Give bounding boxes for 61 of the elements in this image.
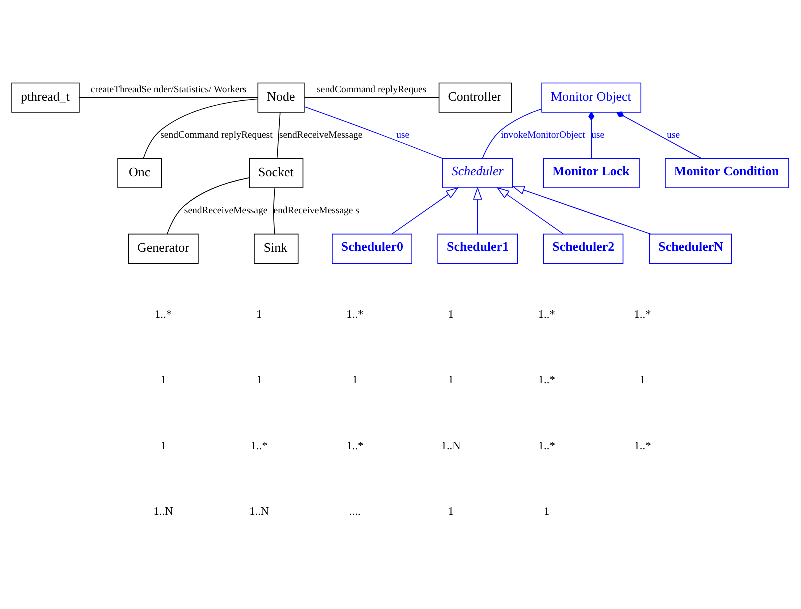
label: 1..* [346, 308, 364, 320]
node-box: Socket [249, 158, 304, 188]
label: 1..* [250, 440, 268, 452]
edge-label: sendReceiveMessage [184, 205, 268, 216]
arrow [473, 186, 482, 234]
node-box: Scheduler0 [332, 233, 412, 264]
label: 1..* [538, 374, 556, 386]
label: 1 [160, 440, 166, 452]
edge-label: use [592, 130, 605, 141]
connector [616, 111, 702, 159]
node-box: Sink [254, 233, 299, 264]
node-box: Generator [128, 233, 199, 264]
connector [79, 96, 258, 98]
connector [273, 187, 276, 234]
edge-label: sendReceiveMessage [279, 130, 363, 141]
connector [167, 177, 250, 234]
node-box: Scheduler1 [438, 233, 518, 264]
label: 1..* [346, 440, 364, 452]
label: 1 [640, 374, 646, 386]
label: 1..N [441, 440, 461, 452]
label: 1..* [634, 440, 652, 452]
connector [588, 111, 595, 159]
edge-label: sendCommand replyRequest [160, 130, 273, 141]
edge-label: invokeMonitorObject [501, 130, 586, 141]
edge-label: createThreadSe nder/Statistics/ Workers [90, 84, 247, 96]
arrow [496, 186, 564, 234]
label: 1..N [250, 506, 270, 518]
node-box: Node [258, 82, 305, 112]
edge-label: sendCommand replyReques [317, 84, 427, 96]
label: 1 [256, 374, 262, 386]
arrow [392, 186, 460, 234]
node-box: Monitor Object [542, 82, 642, 112]
label: 1..* [538, 440, 556, 452]
edge-label: use [667, 130, 680, 141]
connector [482, 108, 542, 159]
label: 1 [256, 308, 262, 320]
node-box: Monitor Lock [543, 158, 640, 188]
node-box: SchedulerN [649, 233, 732, 264]
label: 1 [160, 374, 166, 386]
label: 1..* [154, 308, 172, 320]
label: 1 [448, 506, 454, 518]
label: 1 [448, 308, 454, 320]
label: 1..N [154, 506, 174, 518]
label: 1..* [634, 308, 652, 320]
node-box: Onc [118, 158, 162, 188]
node-box: Scheduler2 [543, 233, 624, 264]
connector [304, 96, 440, 98]
node-box: Controller [438, 82, 512, 112]
node-box: Monitor Condition [665, 158, 790, 188]
node-box: Scheduler [442, 158, 514, 188]
label: .... [350, 506, 361, 518]
label: 1 [448, 374, 454, 386]
node-box: pthread_t [12, 82, 80, 112]
arrow [512, 186, 652, 234]
label: 1..* [538, 308, 556, 320]
label: 1 [544, 506, 550, 518]
connector [143, 98, 258, 158]
label: 1 [352, 374, 358, 386]
connector [276, 112, 281, 159]
edge-label: use [396, 130, 410, 141]
connector [304, 106, 444, 159]
